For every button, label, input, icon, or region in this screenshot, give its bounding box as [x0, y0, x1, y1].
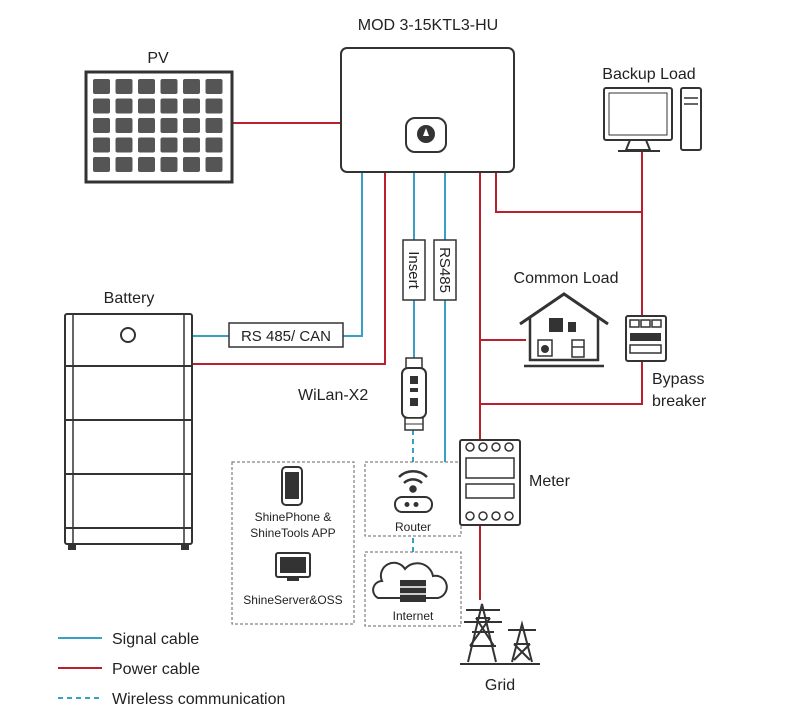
grid-label: Grid	[485, 677, 515, 694]
pv-cell	[115, 79, 133, 94]
pv-cell	[138, 118, 155, 133]
battery: Battery	[64, 290, 193, 550]
pv-cell	[183, 98, 200, 114]
internet-label: Internet	[393, 609, 434, 623]
server-label: ShineServer&OSS	[243, 593, 342, 607]
grid-tower-icon	[460, 603, 540, 665]
meter-display	[465, 457, 515, 479]
legend-signal-label: Signal cable	[112, 631, 199, 648]
common-load-label: Common Load	[514, 270, 619, 287]
pv-cell	[160, 157, 178, 172]
inverter-model: MOD 3-15KTL3-HU	[358, 17, 498, 34]
pv-cell	[93, 79, 110, 94]
backup-power-line	[495, 172, 642, 213]
pv-cell	[93, 137, 110, 153]
pv-cell	[160, 137, 178, 153]
meter-label: Meter	[529, 473, 571, 490]
inverter: MOD 3-15KTL3-HU	[340, 17, 515, 173]
bypass-breaker: Bypass breaker	[625, 315, 707, 410]
pv-cell	[205, 79, 223, 94]
pv-cell	[115, 137, 133, 153]
pv-cell	[183, 137, 200, 153]
pv-cell	[160, 118, 178, 133]
dongle-body	[401, 367, 427, 419]
battery-body	[64, 313, 193, 545]
battery-power-line	[192, 172, 386, 365]
backup-load: Backup Load	[602, 66, 702, 152]
pv-cell	[138, 79, 155, 94]
backup-load-label: Backup Load	[602, 66, 695, 83]
battery-signal-line	[192, 172, 363, 337]
internet-box: Internet	[364, 551, 462, 627]
pv-cell	[115, 157, 133, 172]
phone-app-label-1: ShinePhone &	[255, 510, 332, 524]
pv-cell	[93, 118, 110, 133]
pv-cell	[183, 157, 200, 172]
pv-cell	[93, 157, 110, 172]
pv-cell	[93, 98, 110, 114]
pv-cell	[205, 98, 223, 114]
battery-power-button-icon	[120, 327, 136, 343]
apps-box: ShinePhone & ShineTools APP ShineServer&…	[231, 461, 355, 625]
power-cables	[192, 122, 643, 600]
pv-cell	[183, 79, 200, 94]
pv-panel: PV	[84, 50, 234, 184]
pv-cell	[205, 157, 223, 172]
insert-label: Insert	[405, 251, 422, 289]
legend-wireless-label: Wireless communication	[112, 691, 285, 708]
pv-cell	[183, 118, 200, 133]
pv-cell	[115, 98, 133, 114]
pv-cell	[205, 137, 223, 153]
battery-label: Battery	[104, 290, 155, 307]
inverter-body	[340, 47, 515, 173]
phone-app-label-2: ShineTools APP	[250, 526, 335, 540]
battery-comm-label: RS 485/ CAN	[241, 328, 331, 345]
server-stack-icon	[400, 580, 426, 602]
wilan-label: WiLan-X2	[298, 387, 368, 404]
pv-cell	[138, 137, 155, 153]
pv-cells	[93, 79, 223, 172]
pv-cell	[138, 157, 155, 172]
bypass-label-1: Bypass	[652, 371, 704, 388]
rs485-label: RS485	[436, 247, 453, 293]
wifi-icon	[398, 470, 428, 493]
pv-label: PV	[147, 50, 169, 67]
battery-comm-tag: RS 485/ CAN	[228, 322, 344, 348]
router-box: Router	[364, 461, 462, 537]
pv-cell	[115, 118, 133, 133]
rs485-tag: RS485	[433, 239, 457, 301]
legend: Signal cable Power cable Wireless commun…	[58, 631, 285, 708]
pv-cell	[138, 98, 155, 114]
router-label: Router	[395, 520, 431, 534]
pv-cell	[160, 98, 178, 114]
common-load: Common Load	[514, 270, 619, 368]
meter: Meter	[459, 439, 571, 526]
insert-tag: Insert	[402, 239, 426, 301]
wilan-dongle: WiLan-X2	[298, 357, 427, 431]
pv-cell	[205, 118, 223, 133]
bypass-power-line	[480, 361, 643, 405]
legend-power-label: Power cable	[112, 661, 200, 678]
pv-cell	[160, 79, 178, 94]
house-icon	[519, 292, 609, 326]
bypass-label-2: breaker	[652, 393, 707, 410]
